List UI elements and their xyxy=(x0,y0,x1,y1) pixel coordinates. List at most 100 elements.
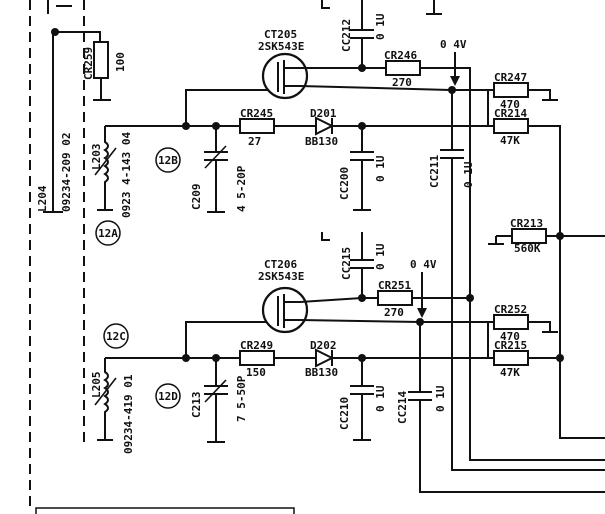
ct206-part: 2SK543E xyxy=(258,270,304,283)
cr252-ref: CR252 xyxy=(494,303,527,316)
title-block-box xyxy=(35,507,295,514)
cr214-value: 47K xyxy=(500,134,520,147)
ct206-ref: CT206 xyxy=(264,258,297,271)
cr246-value: 270 xyxy=(392,76,412,89)
cr213-wire xyxy=(488,235,560,245)
wire xyxy=(321,232,330,241)
cc214-ref: CC214 xyxy=(396,391,409,424)
cr213-value: 560K xyxy=(514,242,541,255)
cr251-ref: CR251 xyxy=(378,279,411,292)
ct205-part: 2SK543E xyxy=(258,40,304,53)
gate-wire-bottom xyxy=(185,321,270,358)
wire xyxy=(321,0,330,9)
ct205-ref: CT205 xyxy=(264,28,297,41)
cr247-resistor xyxy=(493,82,529,98)
d201-ref: D201 xyxy=(310,107,337,120)
test-point-12a-label: 12A xyxy=(98,227,118,240)
c209-trim-arrow xyxy=(204,145,227,169)
l204-ref: L204 xyxy=(36,185,49,212)
cr214-ref: CR214 xyxy=(494,107,527,120)
cr215-resistor xyxy=(493,350,529,366)
cc211-capacitor xyxy=(440,90,605,471)
test-point-12c xyxy=(103,323,129,349)
wire xyxy=(469,298,605,461)
test-point-12c-label: 12C xyxy=(106,330,126,343)
cc215-capacitor xyxy=(350,232,374,298)
cc210-capacitor xyxy=(350,358,374,441)
l205-part: 09234-419 01 xyxy=(122,374,135,454)
ct206-leads xyxy=(299,297,421,323)
voltage-bottom: 0 4V xyxy=(410,258,437,271)
test-point-12a xyxy=(95,220,121,246)
cr259-value: 100 xyxy=(114,52,127,72)
c213-ref: C213 xyxy=(190,392,203,419)
cr247-wire xyxy=(488,89,558,101)
d202-ref: D202 xyxy=(310,339,337,352)
wire xyxy=(47,0,72,14)
d201-part: BB130 xyxy=(305,135,338,148)
cr215-value: 47K xyxy=(500,366,520,379)
test-point-12d xyxy=(155,383,181,409)
cc210-value: 0 1U xyxy=(374,385,387,412)
voltage-arrowhead-bottom xyxy=(417,308,427,318)
l203-part: 0923 4-143 04 xyxy=(120,132,133,218)
cr246-resistor xyxy=(385,60,421,76)
wire xyxy=(55,31,101,42)
cc212-capacitor xyxy=(350,0,374,68)
cr245-ref: CR245 xyxy=(240,107,273,120)
cc215-ref: CC215 xyxy=(340,247,353,280)
cc210-ref: CC210 xyxy=(338,397,351,430)
cc200-value: 0 1U xyxy=(374,155,387,182)
cr251-resistor xyxy=(377,290,413,306)
test-point-12b xyxy=(155,147,181,173)
cc200-ref: CC200 xyxy=(338,167,351,200)
cr259-resistor xyxy=(93,41,109,79)
gate-wire-top xyxy=(185,89,270,126)
ct205-symbol xyxy=(277,60,300,94)
c213-capacitor xyxy=(204,358,228,443)
wire xyxy=(559,235,605,439)
cr247-value: 470 xyxy=(500,98,520,111)
cr246-ref: CR246 xyxy=(384,49,417,62)
l204-part: 09234-209 02 xyxy=(60,133,73,212)
d201-diode xyxy=(315,116,335,136)
cr251-value: 270 xyxy=(384,306,404,319)
cr245-resistor xyxy=(239,118,275,134)
cr245-value: 27 xyxy=(248,135,261,148)
voltage-arrowhead-top xyxy=(450,76,460,86)
cc200-capacitor xyxy=(350,126,374,211)
cc212-ref: CC212 xyxy=(340,19,353,52)
cr252-resistor xyxy=(493,314,529,330)
l203-ref: L203 xyxy=(90,144,103,171)
cr249-ref: CR249 xyxy=(240,339,273,352)
l203-coil xyxy=(103,126,109,210)
cr252-value: 470 xyxy=(500,330,520,343)
c209-ref: C209 xyxy=(190,184,203,211)
cr213-resistor xyxy=(511,228,547,244)
cc211-value: 0 1U xyxy=(462,161,475,188)
cr259-ref: CR259 xyxy=(82,47,95,80)
cr249-resistor xyxy=(239,350,275,366)
test-point-12d-label: 12D xyxy=(158,390,178,403)
ct205-leads xyxy=(299,67,451,91)
wire xyxy=(362,67,471,300)
cr259-ground xyxy=(93,78,111,101)
l205-ref: L205 xyxy=(90,372,103,399)
cc212-value: 0 1U xyxy=(374,13,387,40)
wire xyxy=(426,0,442,15)
cr215-ref: CR215 xyxy=(494,339,527,352)
cc211-ref: CC211 xyxy=(428,155,441,188)
c209-capacitor xyxy=(204,126,228,213)
cc215-value: 0 1U xyxy=(374,243,387,270)
c213-trim-arrow xyxy=(204,379,227,403)
cr247-ref: CR247 xyxy=(494,71,527,84)
voltage-top: 0 4V xyxy=(440,38,467,51)
cr252-wire xyxy=(488,321,558,333)
l203-adjust-arrow xyxy=(94,147,117,176)
cr214-wire xyxy=(488,125,561,360)
cr214-resistor xyxy=(493,118,529,134)
l205-coil xyxy=(103,358,109,440)
cr249-value: 150 xyxy=(246,366,266,379)
